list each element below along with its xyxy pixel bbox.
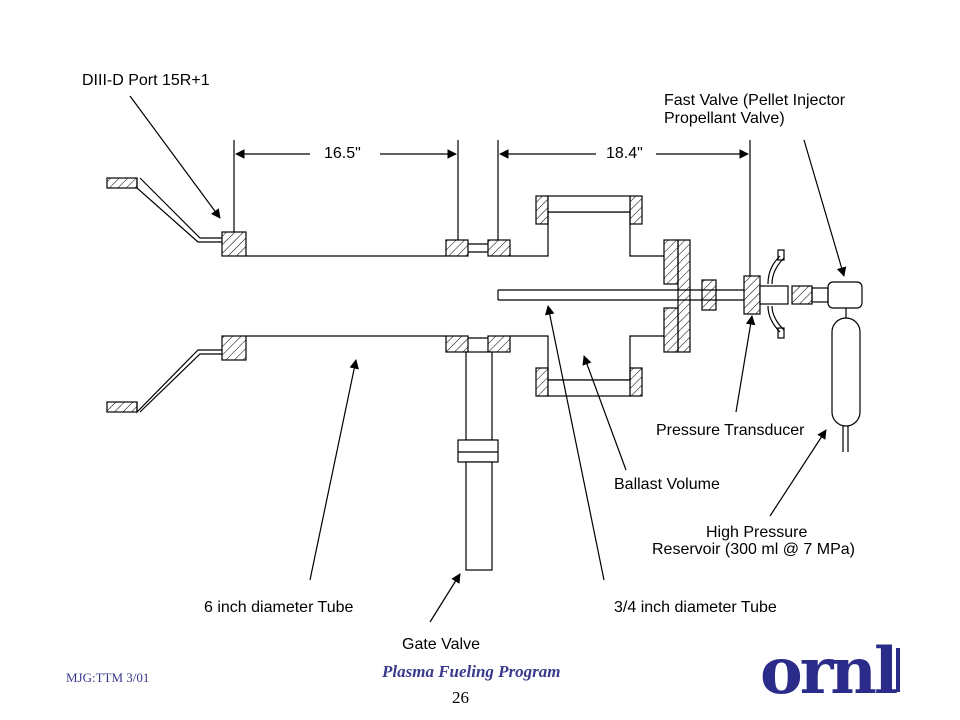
- label-pressure-transducer: Pressure Transducer: [656, 422, 805, 439]
- leader-arrows: [129, 95, 847, 623]
- dimension-lines: [233, 140, 751, 276]
- reservoir: [831, 317, 861, 452]
- label-fast-valve-line1: Fast Valve (Pellet Injector: [664, 92, 846, 109]
- port-flange-upper: [106, 177, 247, 257]
- label-three-quarter-inch-tube: 3/4 inch diameter Tube: [614, 599, 777, 616]
- ornl-logo-bar: [896, 648, 900, 692]
- label-reservoir-line2: Reservoir (300 ml @ 7 MPa): [652, 541, 855, 558]
- label-fast-valve-line2: Propellant Valve): [664, 110, 785, 127]
- footer-program: Plasma Fueling Program: [382, 662, 561, 681]
- pressure-transducer: [767, 249, 785, 339]
- fast-valve: [811, 281, 863, 318]
- label-ballast-volume: Ballast Volume: [614, 476, 720, 493]
- port-flange-lower: [106, 335, 247, 414]
- three-quarter-inch-tube: [497, 275, 813, 315]
- label-port: DIII-D Port 15R+1: [82, 72, 210, 89]
- label-reservoir-line1: High Pressure: [706, 524, 808, 541]
- ballast-volume: [510, 195, 691, 397]
- label-gate-valve: Gate Valve: [402, 636, 480, 653]
- dimension-right: 18.4": [604, 145, 645, 163]
- gate-valve-branch: [457, 351, 499, 571]
- six-inch-tube: [246, 239, 511, 353]
- page-number: 26: [452, 688, 469, 707]
- label-six-inch-tube: 6 inch diameter Tube: [204, 599, 354, 616]
- ornl-logo: ornl: [760, 634, 898, 709]
- footer-author: MJG:TTM 3/01: [66, 670, 150, 685]
- dimension-left: 16.5": [322, 145, 363, 163]
